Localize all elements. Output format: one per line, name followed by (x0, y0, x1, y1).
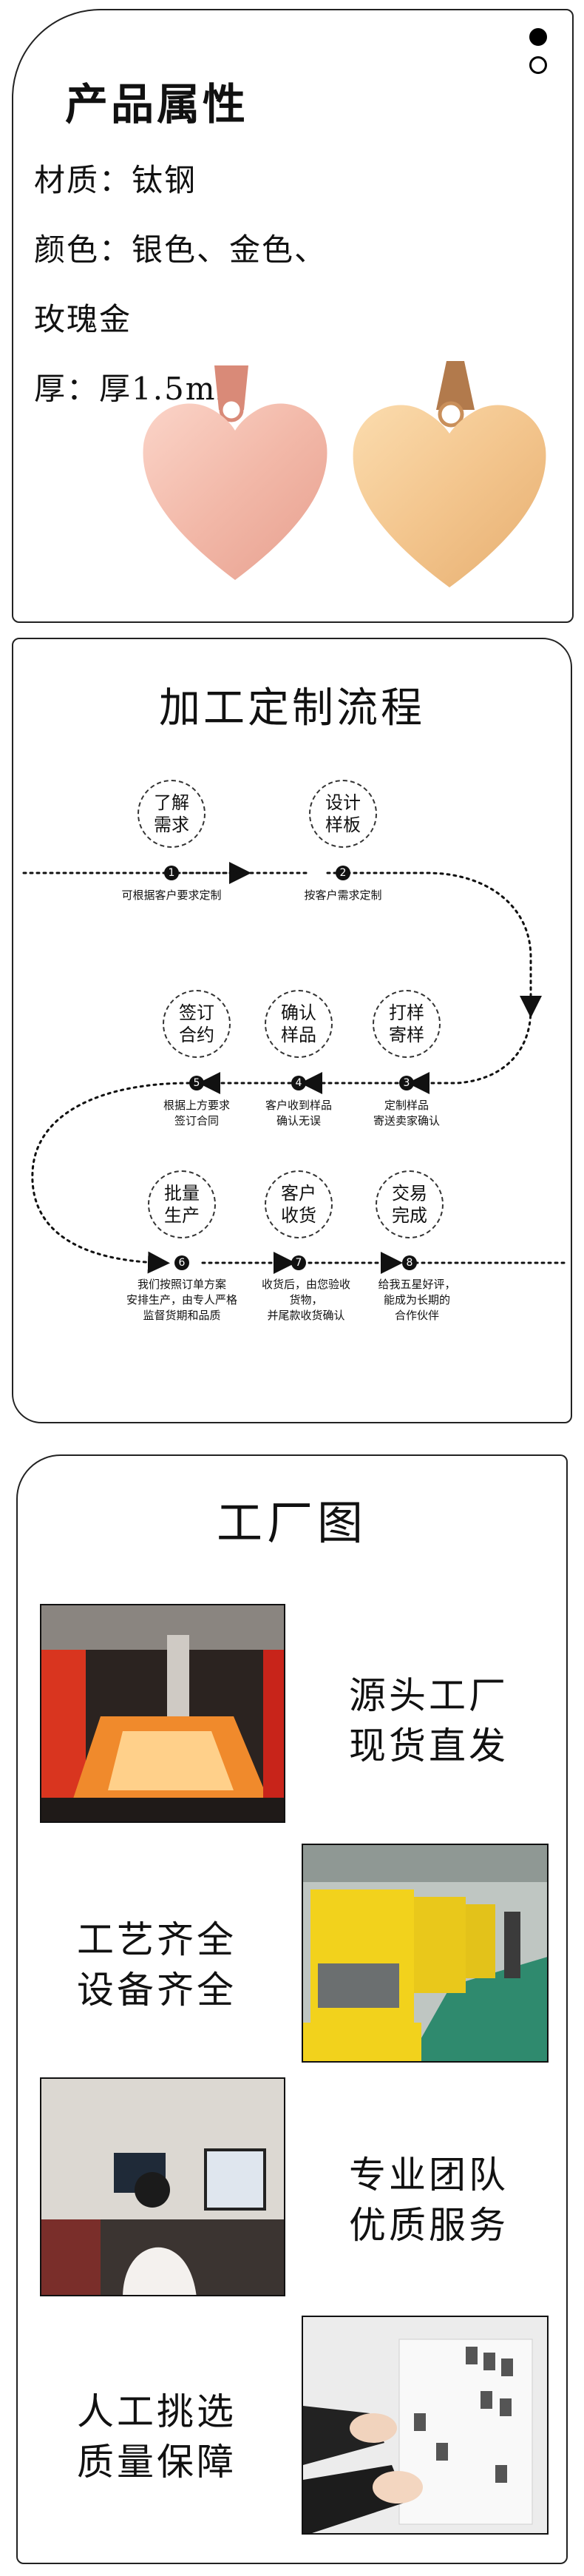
step-4-confirm-sample: 确认样品 (262, 990, 336, 1058)
step-2-number: 2 (336, 866, 350, 880)
caption-complete-equipment: 工艺齐全 设备齐全 (77, 1918, 237, 2012)
step-1-understand-needs: 了解需求 (135, 780, 208, 848)
step-2-label: 设计样板 (309, 780, 377, 848)
step-1-number: 1 (164, 866, 179, 880)
step-5-sign-contract: 签订合约 (160, 990, 234, 1058)
caption-professional-team: 专业团队 优质服务 (349, 2154, 509, 2247)
product-attributes-panel: 产品属性 材质：钛钢 颜色：银色、金色、 玫瑰金 厚：厚1.5mm (12, 9, 574, 623)
step-7-description: 收货后，由您验收 货物， 并尾款收货确认 (261, 1278, 350, 1322)
step-6-number: 6 (174, 1255, 189, 1270)
step-6-description: 我们按照订单方案 安排生产，由专人严格 监督货期和品质 (126, 1278, 237, 1322)
product-title: 产品属性 (65, 79, 249, 129)
process-flow-lines (22, 862, 566, 1274)
color-property-continued: 玫瑰金 (34, 301, 132, 337)
thickness-property: 厚：厚1.5mm (34, 371, 248, 407)
manual-inspection-photo (302, 2316, 549, 2535)
step-2-design-sample: 设计样板 (306, 780, 380, 848)
production-machines-photo (302, 1844, 549, 2063)
caption-source-factory: 源头工厂 现货直发 (349, 1674, 509, 1767)
factory-panel: 工厂图 源头工厂 现货直发 工艺齐全 设备齐全 (16, 1454, 568, 2564)
filled-dot-icon (529, 28, 547, 46)
step-7-number: 7 (291, 1255, 306, 1270)
step-3-proof-and-ship-sample: 打样寄样 (370, 990, 444, 1058)
color-property: 颜色：银色、金色、 (34, 232, 327, 268)
step-5-label: 签订合约 (163, 990, 231, 1058)
step-1-description: 可根据客户要求定制 (121, 889, 222, 902)
step-3-description: 定制样品 寄送卖家确认 (373, 1099, 440, 1127)
step-2-description: 按客户需求定制 (304, 889, 382, 902)
laser-cutting-machine-photo (40, 1604, 285, 1823)
step-1-label: 了解需求 (137, 780, 206, 848)
step-8-deal-complete: 交易完成 (373, 1170, 447, 1238)
gold-heart-pendant-image (353, 361, 546, 587)
caption-quality-assurance: 人工挑选 质量保障 (77, 2390, 237, 2484)
step-5-description: 根据上方要求 签订合同 (163, 1099, 230, 1127)
step-6-label: 批量生产 (148, 1170, 216, 1238)
step-8-description: 给我五星好评， 能成为长期的 合作伙伴 (378, 1278, 456, 1322)
customization-process-panel: 加工定制流程 了解需求 设计样板 打样寄样 确认样品 签订 (12, 638, 572, 1423)
step-5-number: 5 (189, 1076, 204, 1090)
step-7-label: 客户收货 (265, 1170, 333, 1238)
step-3-label: 打样寄样 (373, 990, 441, 1058)
step-4-number: 4 (291, 1076, 306, 1090)
step-6-mass-production: 批量生产 (145, 1170, 219, 1238)
step-4-label: 确认样品 (265, 990, 333, 1058)
team-office-photo (40, 2077, 285, 2296)
rose-gold-heart-pendant-image (143, 365, 327, 580)
material-property: 材质：钛钢 (34, 162, 197, 198)
hollow-dot-icon (529, 56, 547, 74)
factory-title: 工厂图 (216, 1496, 367, 1550)
step-4-description: 客户收到样品 确认无误 (265, 1099, 332, 1127)
step-7-customer-receipt: 客户收货 (262, 1170, 336, 1238)
step-8-label: 交易完成 (376, 1170, 444, 1238)
step-3-number: 3 (399, 1076, 414, 1090)
process-title: 加工定制流程 (159, 684, 425, 732)
step-8-number: 8 (402, 1255, 417, 1270)
